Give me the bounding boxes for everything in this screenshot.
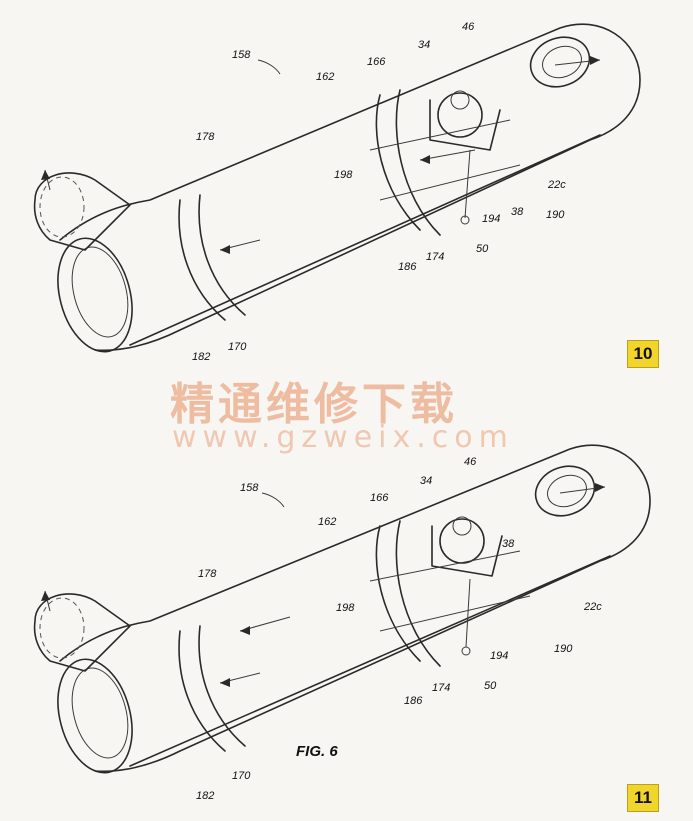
outlet-ring xyxy=(529,36,591,88)
ref-158: 158 xyxy=(240,482,259,494)
inlet-hidden xyxy=(39,176,85,238)
inlet-stub xyxy=(33,593,131,672)
pump-core xyxy=(452,516,472,536)
page-number-badge: 10 xyxy=(627,340,659,368)
band-166 xyxy=(375,94,421,231)
ref-50: 50 xyxy=(484,680,497,692)
end-cap xyxy=(57,658,133,774)
end-cap-inner xyxy=(71,667,129,759)
band-174 xyxy=(395,89,441,236)
band-170b xyxy=(198,194,246,316)
pump-motor xyxy=(439,518,485,564)
band-170b xyxy=(198,625,246,747)
inlet-stub xyxy=(33,172,131,251)
ref-50: 50 xyxy=(476,243,489,255)
band-174 xyxy=(395,520,441,667)
pump-motor xyxy=(437,92,483,138)
band-170 xyxy=(178,199,226,321)
ref-38: 38 xyxy=(502,538,515,550)
inner-passage xyxy=(369,119,521,201)
sensor-50 xyxy=(461,646,471,656)
leader-50 xyxy=(464,149,471,219)
ref-162: 162 xyxy=(318,516,336,528)
watermark-url: www.gzweix.com xyxy=(172,420,514,455)
outlet-ring xyxy=(534,465,596,517)
ref-162: 162 xyxy=(316,71,334,83)
ref-166: 166 xyxy=(367,56,386,68)
inner-passage xyxy=(369,550,531,632)
pointer-158 xyxy=(261,492,285,508)
ref-186: 186 xyxy=(404,695,423,707)
ref-158: 158 xyxy=(232,49,251,61)
ref-174: 174 xyxy=(432,682,450,694)
ref-46: 46 xyxy=(464,456,477,468)
pointer-158 xyxy=(257,59,281,75)
pump-core xyxy=(450,90,470,110)
band-170 xyxy=(178,630,226,752)
ref-182: 182 xyxy=(192,351,210,363)
arrow-head-1 xyxy=(420,155,430,164)
tube-lower-edge xyxy=(129,555,611,767)
ref-198: 198 xyxy=(334,169,353,181)
diagram-bottom-panel: 158 162 166 34 46 38 178 198 22c 190 194… xyxy=(0,421,693,821)
leader-50 xyxy=(465,578,471,648)
ref-166: 166 xyxy=(370,492,389,504)
pump-body xyxy=(429,99,501,151)
ref-178: 178 xyxy=(196,131,215,143)
outlet-inner xyxy=(547,474,587,508)
arrow-head-2 xyxy=(220,678,230,687)
outlet-inner xyxy=(542,45,582,79)
ref-170: 170 xyxy=(228,341,247,353)
ref-182: 182 xyxy=(196,790,214,802)
ref-38: 38 xyxy=(511,206,524,218)
diagram-top-panel: 158 162 166 34 46 178 198 22c 38 190 194… xyxy=(0,0,693,400)
tube-lower-edge xyxy=(129,134,601,346)
ref-22c: 22c xyxy=(583,601,602,613)
figure-caption: FIG. 6 xyxy=(296,743,338,760)
ref-22c: 22c xyxy=(547,179,566,191)
arrow-head-3 xyxy=(590,56,600,65)
ref-170: 170 xyxy=(232,770,251,782)
band-166 xyxy=(375,525,421,662)
ref-178: 178 xyxy=(198,568,217,580)
arrow-head-2 xyxy=(220,245,230,254)
end-cap xyxy=(57,237,133,353)
arrow-head-4 xyxy=(41,170,50,180)
ref-46: 46 xyxy=(462,21,475,33)
inlet-hidden xyxy=(39,597,85,659)
ref-174: 174 xyxy=(426,251,444,263)
sensor-50 xyxy=(460,215,470,225)
ref-186: 186 xyxy=(398,261,417,273)
housing-drawing-bottom: 158 162 166 34 46 38 178 198 22c 190 194… xyxy=(33,444,651,802)
watermark-title: 精通维修下载 xyxy=(170,379,458,430)
ref-34: 34 xyxy=(420,475,432,487)
arrow-head-1 xyxy=(240,626,250,635)
ref-194: 194 xyxy=(490,650,508,662)
page-number-badge: 11 xyxy=(627,784,659,812)
ref-190: 190 xyxy=(554,643,573,655)
arrow-head-3 xyxy=(595,483,605,492)
ref-34: 34 xyxy=(418,39,430,51)
end-cap-inner xyxy=(71,246,129,338)
ref-194: 194 xyxy=(482,213,500,225)
housing-drawing-top: 158 162 166 34 46 178 198 22c 38 190 194… xyxy=(33,21,641,363)
arrow-head-4 xyxy=(41,591,50,601)
ref-198: 198 xyxy=(336,602,355,614)
tube-outline xyxy=(59,23,641,352)
ref-190: 190 xyxy=(546,209,565,221)
tube-outline xyxy=(59,444,651,773)
